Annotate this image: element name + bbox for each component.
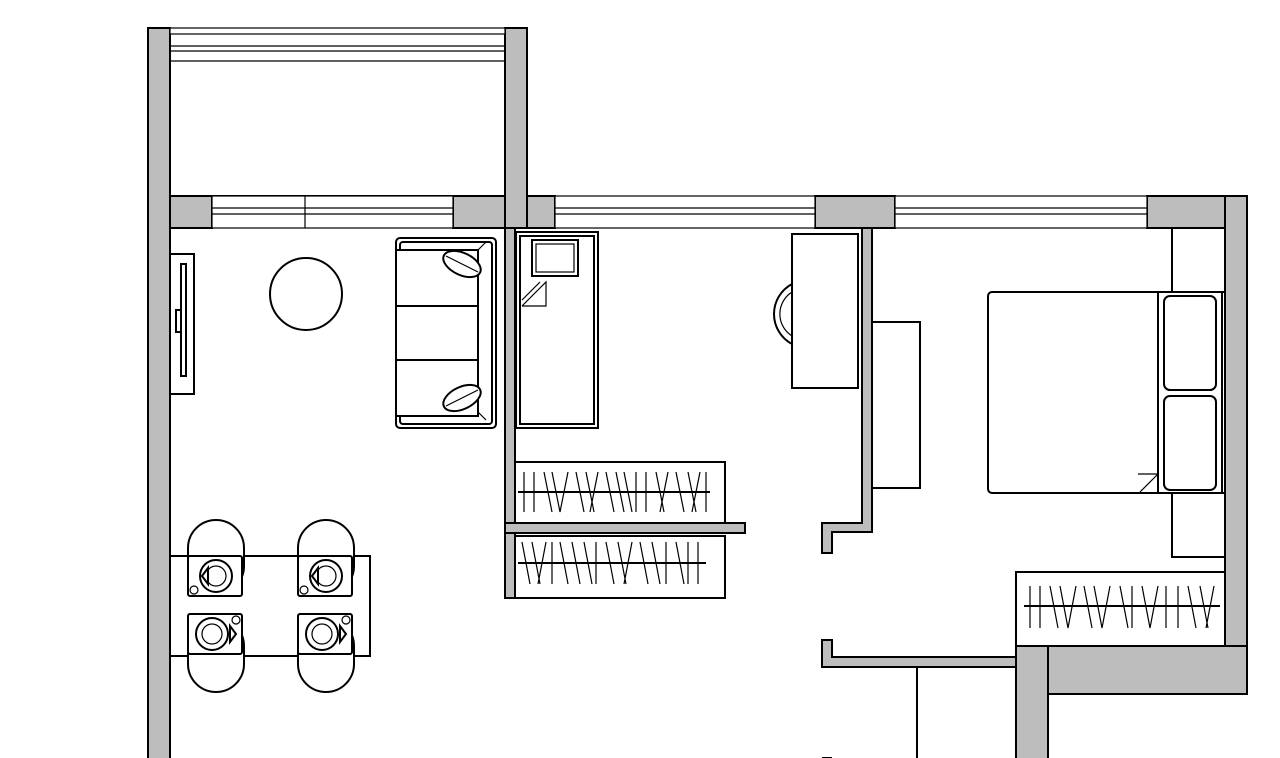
wardrobe-2 bbox=[514, 535, 726, 599]
top-pier-3 bbox=[526, 195, 556, 229]
dining-chair-3 bbox=[187, 613, 245, 693]
left-outer-wall bbox=[147, 27, 171, 758]
window-master bbox=[894, 195, 1148, 229]
balcony-top-rail bbox=[169, 27, 506, 35]
partition-living-child bbox=[504, 227, 516, 599]
window-living bbox=[211, 195, 454, 229]
single-bed bbox=[515, 231, 599, 429]
hallway-wall bbox=[821, 639, 1017, 668]
bedside-niche-bottom bbox=[1171, 492, 1226, 558]
sofa bbox=[395, 237, 497, 429]
desk bbox=[791, 233, 859, 389]
wardrobe-3 bbox=[1015, 571, 1226, 647]
dresser bbox=[871, 321, 921, 489]
wardrobe-divider bbox=[504, 522, 746, 534]
double-bed bbox=[987, 291, 1223, 494]
wardrobe-1 bbox=[514, 461, 726, 524]
window-child bbox=[554, 195, 816, 229]
dining-chair-2 bbox=[297, 519, 355, 597]
top-pier-2 bbox=[452, 195, 506, 229]
master-bedroom bbox=[871, 227, 1226, 647]
tv-unit bbox=[169, 253, 195, 395]
right-outer-wall bbox=[1224, 195, 1248, 695]
bottom-right-wall bbox=[1015, 645, 1248, 695]
bottom-right-wall-down bbox=[1015, 645, 1049, 758]
round-table bbox=[269, 257, 343, 331]
child-room bbox=[514, 231, 859, 599]
windows bbox=[211, 195, 1148, 229]
top-pier-1 bbox=[169, 195, 213, 229]
bedside-niche-top bbox=[1171, 227, 1226, 293]
living-room bbox=[169, 237, 497, 693]
top-pier-4 bbox=[814, 195, 896, 229]
dining-chair-4 bbox=[297, 613, 355, 693]
desk-chair bbox=[773, 282, 793, 346]
dining-chair-1 bbox=[187, 519, 245, 597]
balcony-right-wall bbox=[504, 27, 528, 229]
